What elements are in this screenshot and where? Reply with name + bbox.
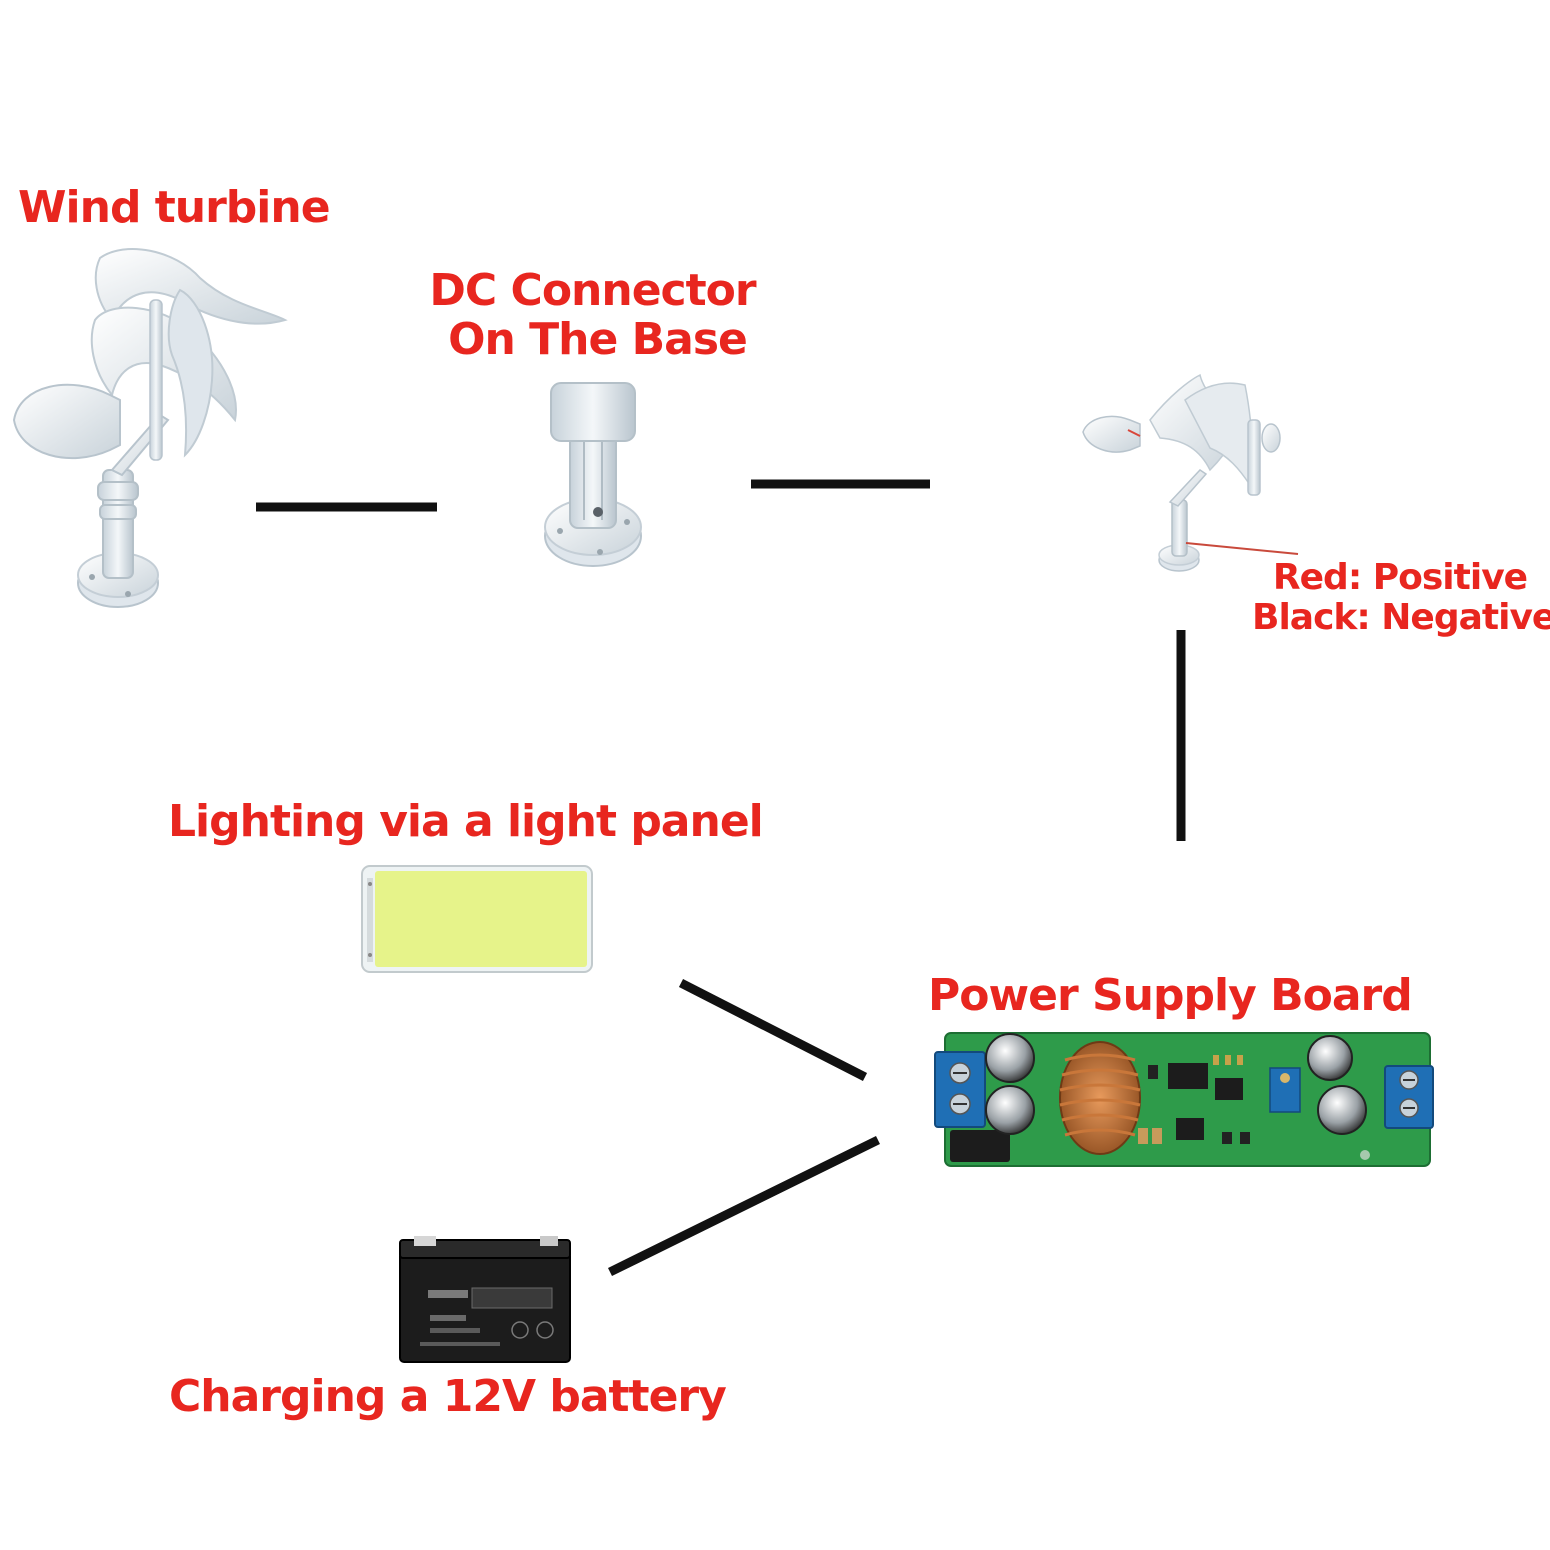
polarity-positive-label: Red: Positive	[1272, 557, 1528, 598]
polarity-negative-label: Black: Negative	[1252, 597, 1550, 638]
connector-line-battery-to-board	[608, 1135, 880, 1277]
dc-connector-label-line2: On The Base	[448, 314, 748, 365]
connector-line-panel-to-board	[678, 978, 868, 1082]
small-wind-turbine-icon	[1082, 373, 1299, 572]
dc-connector-label-line1: DC Connector	[429, 265, 756, 316]
battery-label: Charging a 12V battery	[169, 1371, 727, 1422]
wind-turbine-label: Wind turbine	[18, 182, 331, 233]
dc-connector-base-icon	[544, 382, 642, 567]
lighting-label: Lighting via a light panel	[168, 796, 764, 847]
battery-12v-icon	[399, 1236, 571, 1363]
power-supply-board-icon	[934, 1032, 1434, 1167]
wind-turbine-icon	[12, 247, 288, 608]
led-light-panel-icon	[361, 865, 593, 973]
power-board-label: Power Supply Board	[928, 970, 1413, 1021]
